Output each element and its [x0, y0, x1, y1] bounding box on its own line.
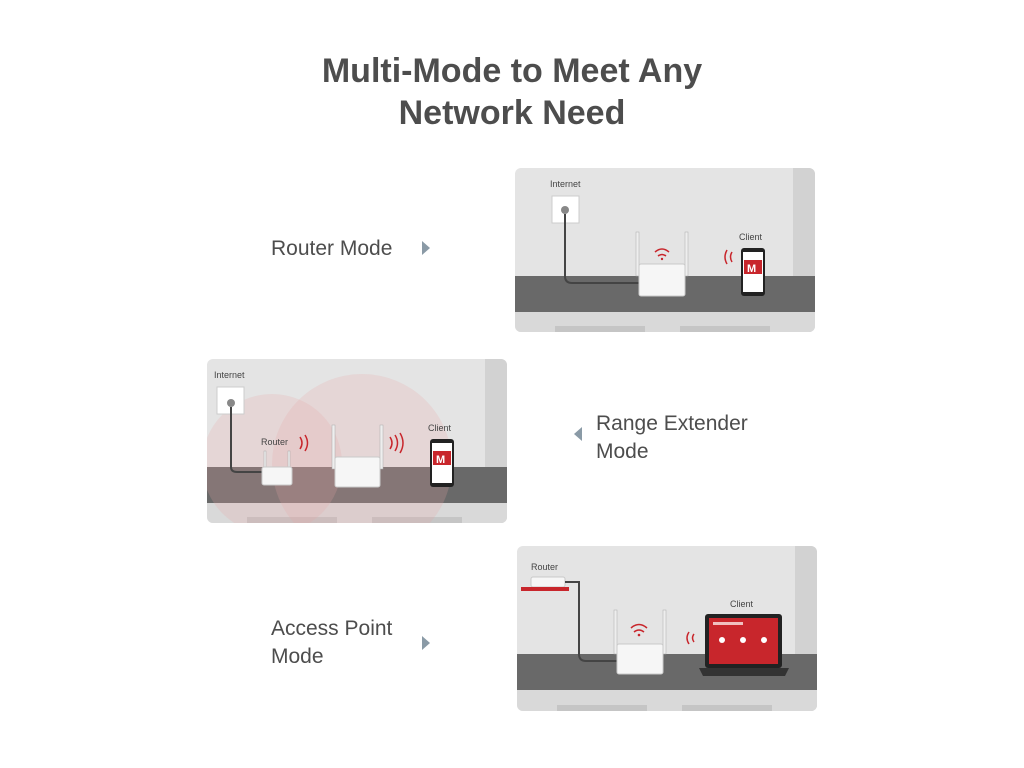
range-extender-arrow-icon: [574, 427, 582, 441]
range-extender-scene: Internet Router Client M: [207, 359, 507, 523]
ap-scene-client-label: Client: [730, 599, 754, 609]
extender-device: [334, 456, 381, 488]
svg-text:M: M: [436, 454, 445, 466]
title-line-1: Multi-Mode to Meet Any: [321, 52, 703, 90]
router-device: [261, 466, 293, 486]
router-device: [638, 263, 686, 297]
page-title: Multi-Mode to Meet Any Network Need: [0, 50, 1024, 134]
extender-scene-client-label: Client: [428, 423, 452, 433]
wifi-icon: [654, 248, 670, 257]
router-mode-label: Router Mode: [271, 237, 393, 260]
signal-waves-icon: [724, 249, 733, 265]
wifi-icon: [630, 623, 648, 633]
router-mode-arrow-icon: [422, 241, 430, 255]
extender-scene-router-label: Router: [261, 437, 288, 447]
ap-scene-router-label: Router: [531, 562, 558, 572]
signal-waves-icon: [686, 631, 695, 645]
extender-scene-internet-label: Internet: [214, 370, 245, 380]
router-scene-client-label: Client: [739, 232, 763, 242]
access-point-scene: Router Client: [517, 546, 817, 711]
access-point-mode-label: Access Point Mode: [271, 617, 393, 668]
router-mode-scene: Internet Client M: [515, 168, 815, 332]
svg-text:M: M: [747, 263, 756, 275]
access-point-arrow-icon: [422, 636, 430, 650]
signal-waves-icon: [299, 434, 309, 452]
signal-waves-icon: [389, 432, 404, 454]
router-device: [530, 576, 566, 588]
title-line-2: Network Need: [398, 94, 626, 132]
access-point-device: [616, 643, 664, 675]
range-extender-mode-label: Range Extender Mode: [596, 412, 748, 463]
router-scene-internet-label: Internet: [550, 179, 581, 189]
